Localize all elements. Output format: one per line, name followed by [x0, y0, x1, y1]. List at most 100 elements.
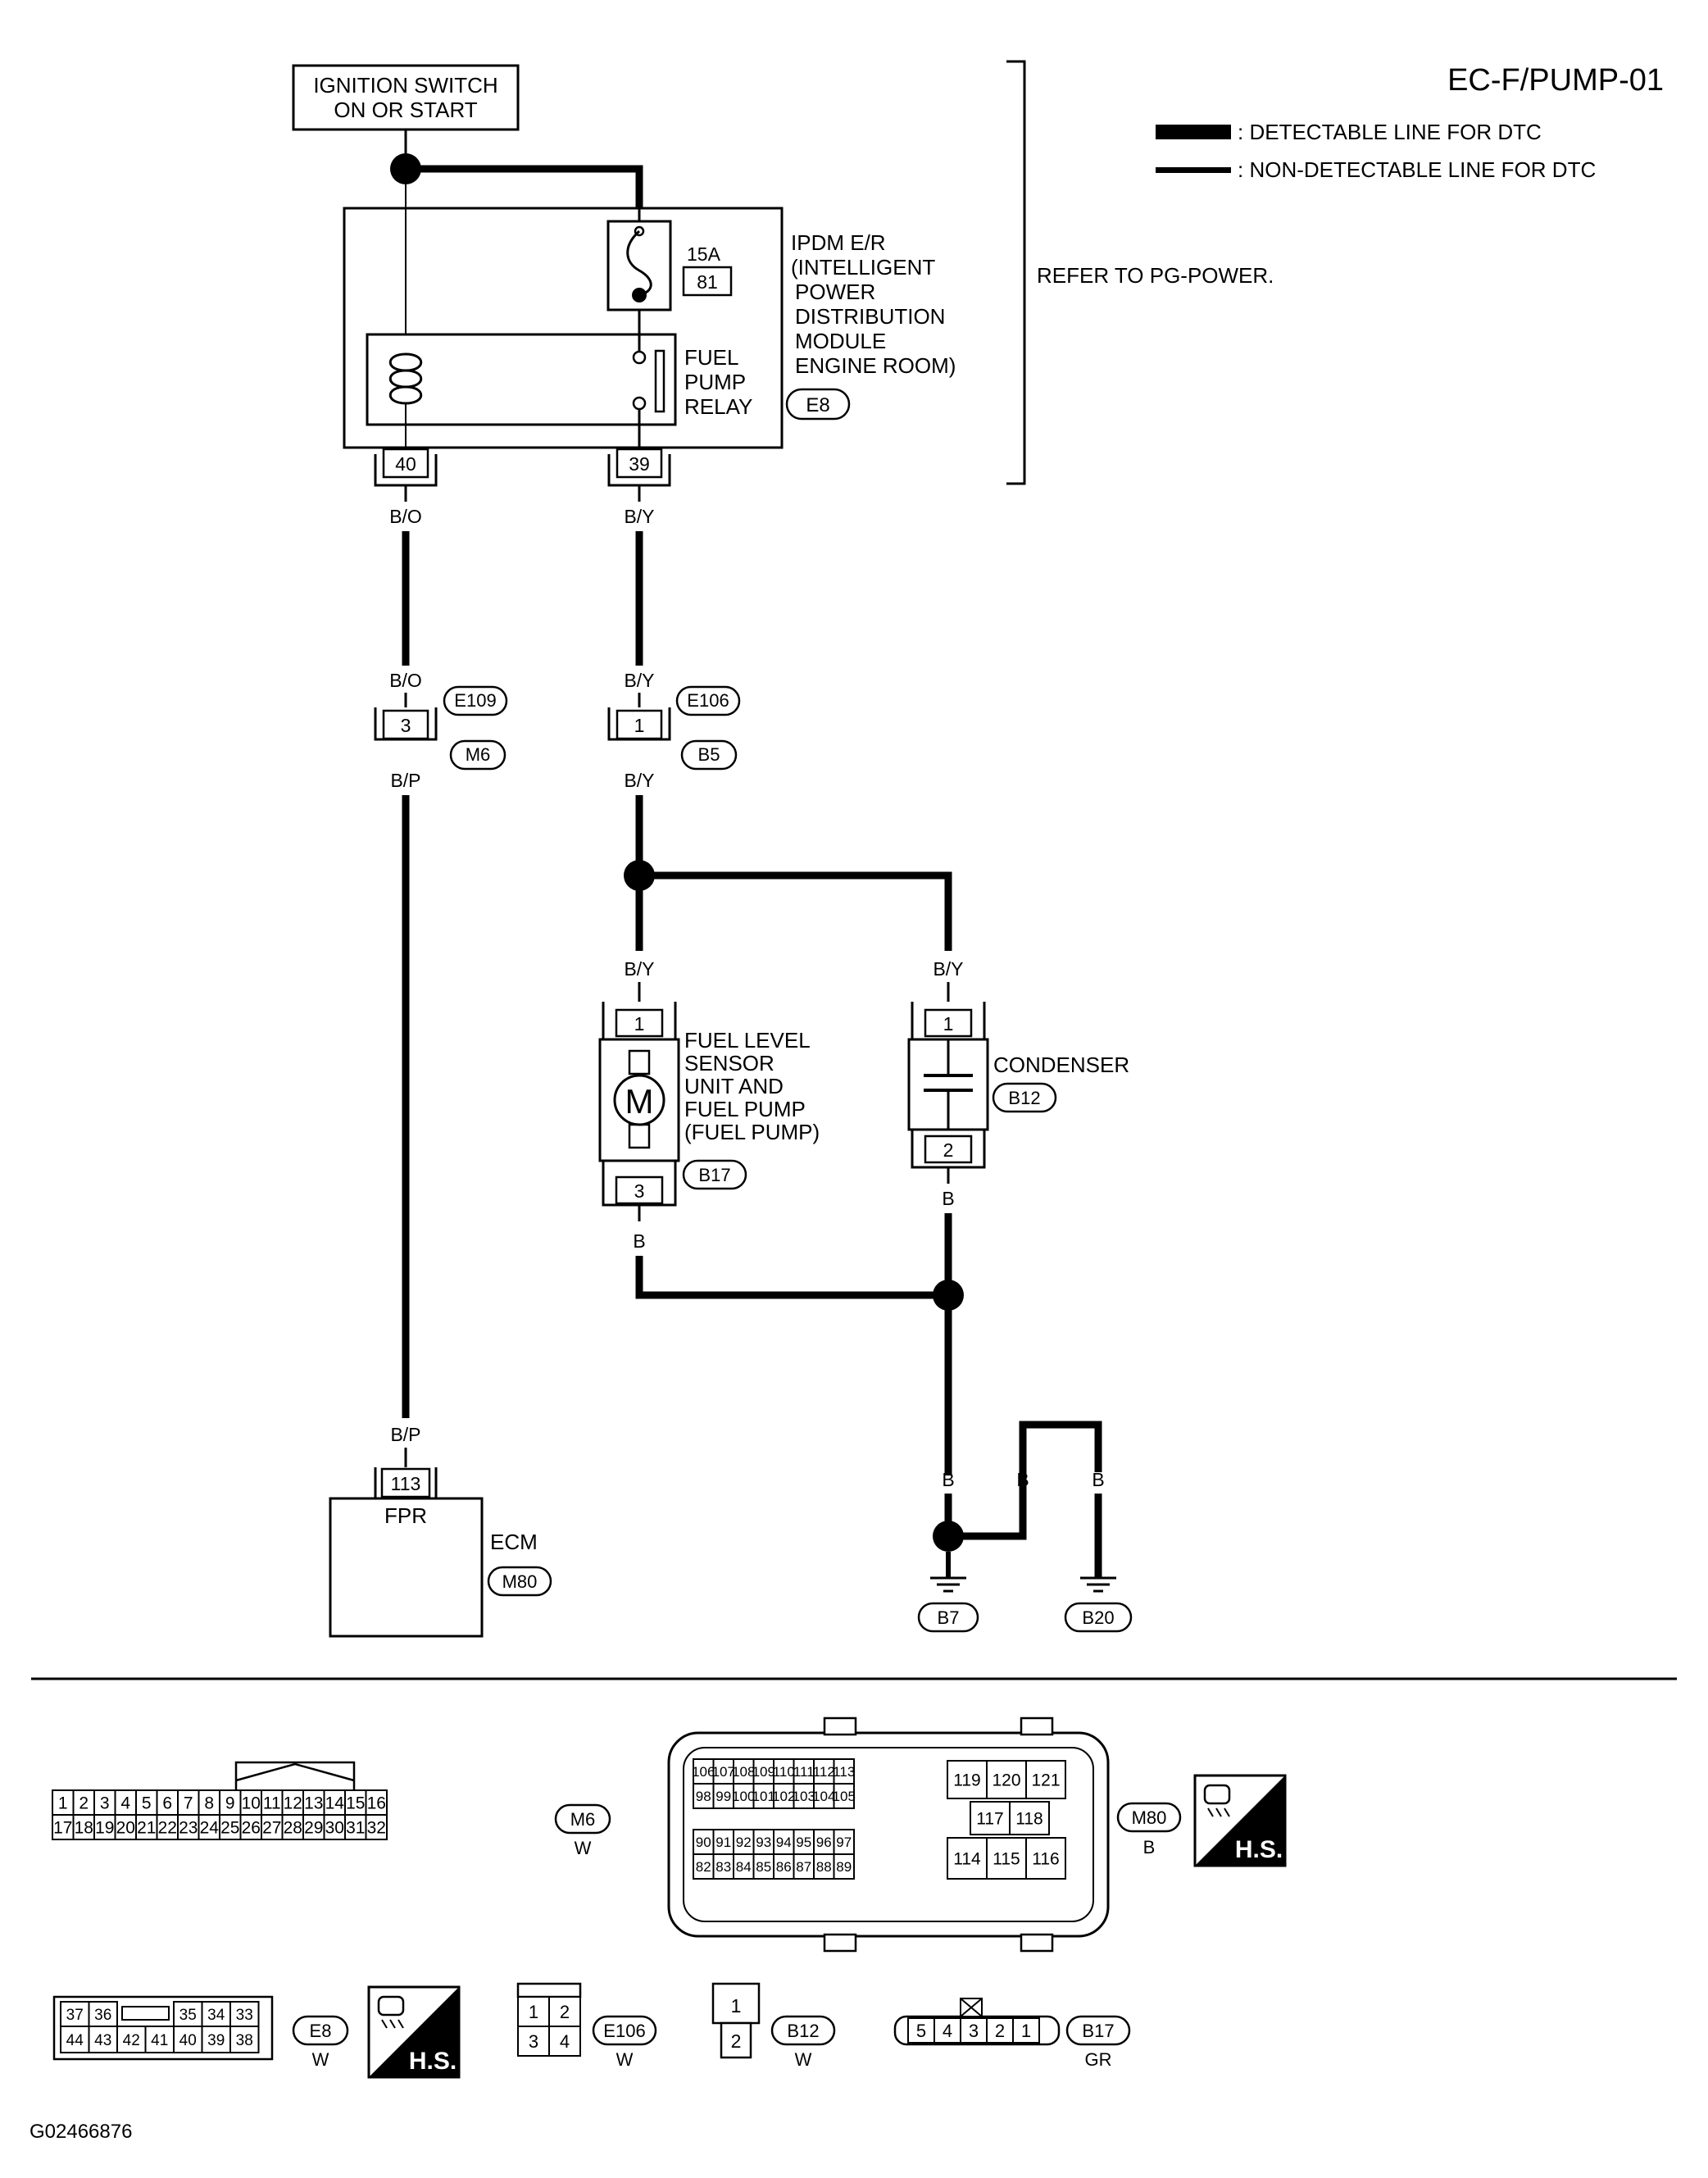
inline-connector-e109-m6: 3 E109 M6 [374, 685, 508, 771]
fuel-pump-unit: 1 M 3 FUEL LEVEL SENSOR UNIT AND FUEL PU… [598, 1002, 820, 1207]
connector-view-e8-color: W [312, 2049, 329, 2070]
m80-pin-box [813, 1829, 835, 1855]
b17-pin-box [986, 2017, 1014, 2044]
m80-pin: 95 [796, 1835, 811, 1850]
fuel-pump-label-3: UNIT AND [684, 1074, 784, 1098]
condenser-terminal-top: 1 [943, 1013, 954, 1034]
m80-pin: 86 [776, 1859, 792, 1875]
ignition-switch: IGNITION SWITCH ON OR START [292, 64, 520, 131]
m80-pin-box [833, 1829, 855, 1855]
m80-pin-box [773, 1758, 795, 1785]
relay-armature [654, 349, 665, 413]
fuse-number-box [682, 266, 733, 297]
legend: : DETECTABLE LINE FOR DTC : NON-DETECTAB… [1156, 120, 1596, 182]
page-title: EC-F/PUMP-01 [1447, 63, 1664, 98]
m80-pin-box [793, 1829, 815, 1855]
e8-pin-box [88, 2026, 118, 2053]
e106-pin: 4 [560, 2031, 570, 2052]
e8-pin: 35 [179, 2007, 197, 2024]
e106-pin-box [548, 2026, 581, 2057]
ignition-switch-line2: ON OR START [334, 98, 477, 122]
m80-pin: 101 [752, 1789, 775, 1804]
m80-pin: 89 [836, 1859, 852, 1875]
hs-icon-m80: H.S. [1193, 1774, 1287, 1867]
condenser-unit: 1 2 CONDENSER B12 [907, 1002, 1129, 1169]
m6-pin-box [365, 1814, 388, 1840]
m6-pin: 11 [263, 1794, 281, 1813]
e8-pin: 39 [207, 2032, 225, 2049]
m80-pin: 105 [833, 1789, 856, 1804]
m80-pin: 108 [732, 1764, 755, 1780]
wire-label-bp-1: B/P [390, 770, 420, 791]
m80-pin: 88 [816, 1859, 832, 1875]
wire-b-pump [635, 1256, 948, 1299]
m80-pin: 118 [1015, 1810, 1043, 1829]
m80-pin-box [986, 1837, 1027, 1880]
b17-pin: 3 [969, 2021, 979, 2041]
m80-pin: 100 [732, 1789, 755, 1804]
fuse-icon [626, 230, 652, 297]
condenser-terminal-bottom: 2 [943, 1139, 954, 1161]
ecm-terminal-number: 113 [391, 1473, 421, 1494]
m80-pin: 109 [752, 1764, 775, 1780]
wire-label-by-3: B/Y [624, 770, 654, 791]
m80-pin: 121 [1031, 1771, 1060, 1790]
legend-non-detectable-swatch [1156, 167, 1231, 173]
connector-view-m6-color: W [575, 1838, 592, 1858]
connector-badge-e8 [785, 388, 851, 421]
motor-label: M [625, 1082, 654, 1121]
m6-pin: 24 [200, 1819, 220, 1838]
m80-pin: 117 [976, 1810, 1003, 1829]
m80-pin: 115 [993, 1850, 1020, 1869]
connector-badge-e109: E109 [454, 690, 496, 711]
b17-pin-box [933, 2017, 961, 2044]
m80-pin: 90 [696, 1835, 711, 1850]
inline-connector-e106-b5: 1 E106 B5 [607, 685, 741, 771]
m6-pin: 31 [346, 1819, 365, 1838]
m80-pin-box [947, 1837, 988, 1880]
b17-pin: 4 [943, 2021, 952, 2041]
fuel-pump-terminal-top: 1 [634, 1013, 645, 1034]
m80-pin: 99 [715, 1789, 731, 1804]
m6-pin: 10 [242, 1794, 261, 1813]
m6-pin: 26 [242, 1819, 261, 1838]
m6-pin: 19 [95, 1819, 114, 1838]
wire-label-b-g3: B [1092, 1469, 1104, 1490]
m80-pin: 98 [696, 1789, 711, 1804]
wire-label-bo-1: B/O [389, 506, 422, 527]
wire-by-to-condenser [639, 871, 952, 951]
m80-pin-box [833, 1783, 855, 1809]
relay-label-1: FUEL [684, 345, 738, 370]
m80-pin: 94 [776, 1835, 792, 1850]
connector-badge-b12: B12 [1008, 1088, 1040, 1108]
m6-pin-box [156, 1814, 179, 1840]
e106-pin: 1 [529, 2002, 538, 2022]
wire-label-b-cond: B [942, 1188, 954, 1209]
m6-pin: 32 [367, 1819, 386, 1838]
connector-view-m80-color: B [1143, 1837, 1156, 1857]
hs-icon-e8: H.S. [367, 1985, 461, 2079]
m6-pin-box [135, 1789, 158, 1816]
m80-pin: 114 [953, 1850, 981, 1869]
fuel-pump-label-5: (FUEL PUMP) [684, 1120, 820, 1144]
m6-pin-box [135, 1814, 158, 1840]
wire-label-b-g2: B [1016, 1469, 1029, 1490]
connector-badge-b17: B17 [698, 1165, 730, 1185]
m80-pin: 104 [812, 1789, 835, 1804]
m80-pin-box [793, 1783, 815, 1809]
m6-pin: 8 [204, 1794, 214, 1813]
m6-pin-box [281, 1789, 304, 1816]
b17-pin: 5 [916, 2021, 926, 2041]
fuel-pump-label-2: SENSOR [684, 1051, 775, 1075]
m6-pin-box [261, 1814, 284, 1840]
m6-pin: 22 [158, 1819, 177, 1838]
m80-pin: 107 [712, 1764, 735, 1780]
e8-pin: 43 [94, 2032, 111, 2049]
m6-pin: 13 [304, 1794, 323, 1813]
m6-pin: 15 [346, 1794, 365, 1813]
hs-label-m80: H.S. [1235, 1836, 1283, 1863]
wire-b-to-b20 [948, 1421, 1102, 1540]
connector-badge-b7: B7 [938, 1607, 960, 1628]
m6-pin: 2 [79, 1794, 89, 1813]
